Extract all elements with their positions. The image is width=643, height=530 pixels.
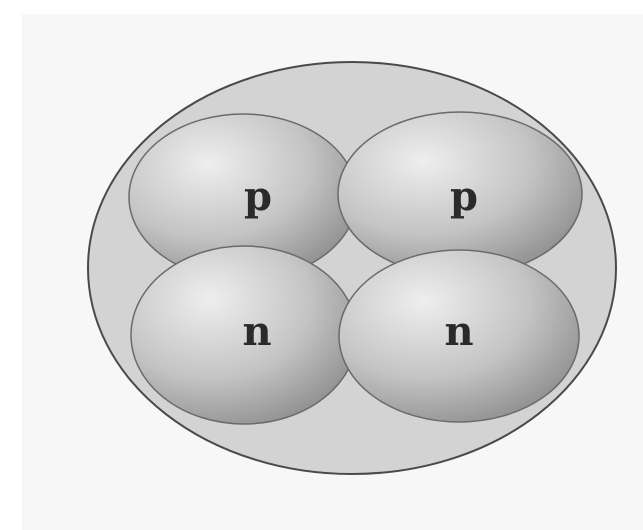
particle-label-neutron-2: n xyxy=(444,308,473,355)
particle-neutron-1: n xyxy=(130,245,358,425)
particle-neutron-2: n xyxy=(338,249,580,423)
particle-label-proton-2: p xyxy=(450,173,478,220)
particle-sphere xyxy=(338,249,580,423)
particle-label-neutron-1: n xyxy=(242,308,271,355)
particle-proton-2: p xyxy=(337,111,583,277)
particle-label-proton-1: p xyxy=(244,173,272,220)
nucleus-boundary xyxy=(87,61,617,475)
